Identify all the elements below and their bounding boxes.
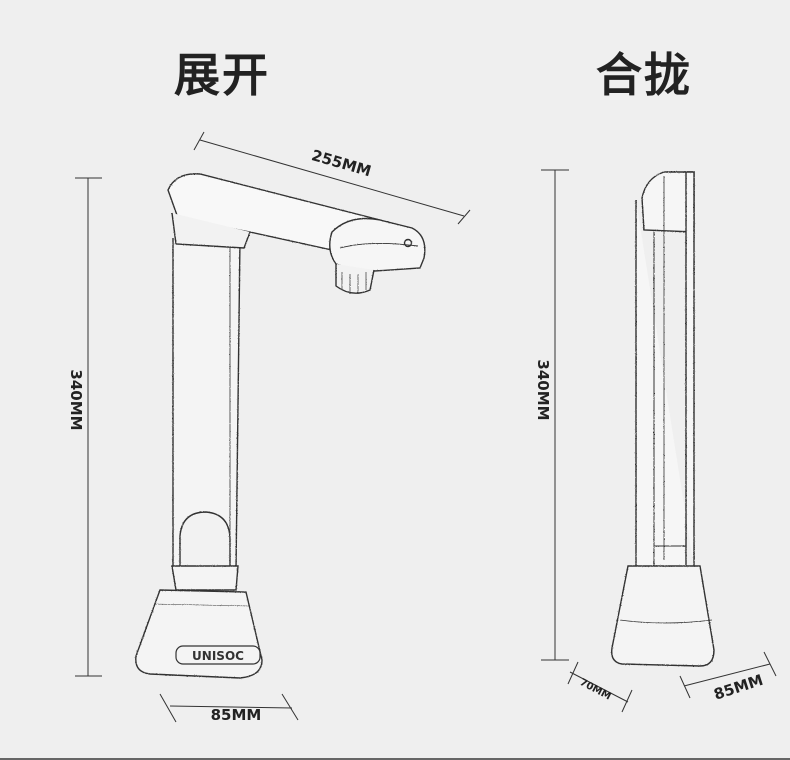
closed-depth-dimension: [567, 661, 633, 713]
open-height-dimension: [75, 177, 102, 677]
open-base-label: 85MM: [211, 706, 262, 724]
closed-height-dimension: [541, 169, 569, 661]
scanner-closed-base: [611, 565, 715, 667]
scanner-camera: [335, 264, 375, 294]
open-height-label: 340MM: [67, 369, 85, 430]
scanner-hinge: [179, 511, 231, 570]
scanner-head: [329, 217, 426, 273]
closed-base-dimension: [679, 651, 777, 699]
bottom-divider: [0, 758, 790, 760]
scanner-folded-body: [635, 171, 695, 577]
closed-depth-label: 70MM: [578, 677, 613, 703]
scanner-open-illustration: [135, 173, 426, 679]
closed-height-label: 340MM: [534, 359, 552, 420]
scanner-base: [135, 589, 263, 679]
brand-logo-text: UNISOC: [192, 649, 244, 663]
scanner-arm: [167, 173, 382, 251]
open-base-dimension: [159, 693, 299, 723]
open-state-title: 展开: [174, 48, 270, 102]
open-length-label: 255MM: [309, 146, 373, 180]
closed-base-label: 85MM: [712, 671, 766, 704]
scanner-closed-illustration: [611, 171, 715, 667]
open-length-dimension: [193, 131, 471, 225]
closed-state-title: 合拢: [596, 48, 692, 102]
brand-logo: UNISOC: [175, 645, 261, 665]
